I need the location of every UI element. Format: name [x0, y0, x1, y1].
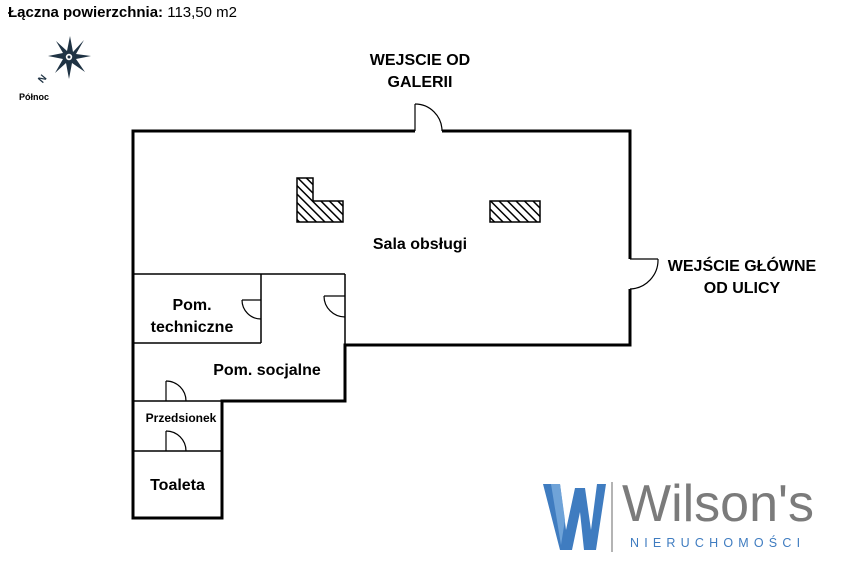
room-label-technical-line2: techniczne	[150, 318, 234, 336]
room-label-social: Pom. socjalne	[213, 362, 321, 379]
room-label-technical-line1: Pom.	[172, 297, 212, 314]
entrance-main-line2: OD ULICY	[703, 279, 781, 297]
door-toilet	[165, 430, 187, 452]
entrance-gallery-line2: GALERII	[387, 73, 453, 91]
column-l-shaped	[296, 177, 344, 223]
room-label-main-hall: Sala obsługi	[372, 236, 468, 253]
door-social-room	[323, 295, 346, 318]
door-main-entrance	[629, 258, 659, 290]
entrance-gallery-line1: WEJSCIE OD	[369, 52, 471, 69]
wilsons-w-logo-icon	[543, 482, 613, 552]
room-label-toilet: Toaleta	[150, 477, 205, 494]
brand-tagline: NIERUCHOMOŚCI	[630, 536, 806, 550]
compass-star-icon	[48, 36, 91, 79]
entrance-main-label: WEJŚCIE GŁÓWNE OD ULICY	[664, 256, 820, 299]
total-area-line: Łączna powierzchnia: 113,50 m2	[8, 4, 237, 21]
column-rectangular	[489, 200, 541, 223]
entrance-main-line1: WEJŚCIE GŁÓWNE	[667, 258, 817, 275]
total-area-value: 113,50 m2	[167, 4, 237, 21]
room-label-technical: Pom. techniczne	[136, 295, 248, 338]
compass-label: Północ	[19, 92, 50, 102]
compass-north-letter: N	[36, 73, 49, 86]
brand-name: Wilson's	[622, 475, 814, 533]
total-area-label: Łączna powierzchnia:	[8, 4, 164, 21]
interior-walls	[133, 273, 346, 452]
door-gallery	[414, 103, 443, 132]
entrance-gallery-label: WEJSCIE OD GALERII	[340, 50, 500, 93]
room-label-vestibule: Przedsionek	[145, 411, 217, 425]
door-vestibule	[165, 380, 187, 402]
door-technical-room	[241, 299, 262, 320]
